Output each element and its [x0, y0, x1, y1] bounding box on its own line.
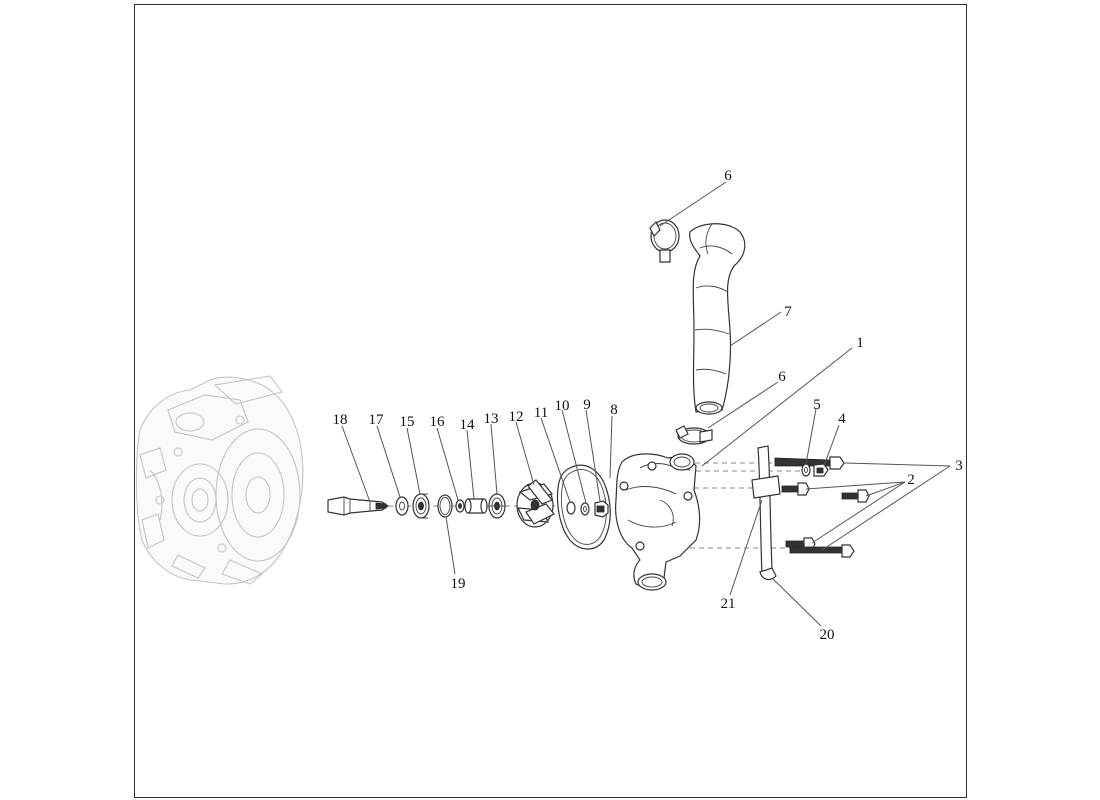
sleeve-part-14	[464, 498, 488, 514]
hose-clamp-bottom	[675, 425, 713, 445]
callout-9: 9	[583, 397, 591, 413]
callout-4: 4	[838, 411, 846, 427]
bolt-long-upper	[774, 456, 845, 470]
impeller-part-12	[516, 479, 555, 528]
o-ring-part-19	[437, 494, 453, 518]
pump-shaft-part	[327, 496, 390, 516]
diagram-frame	[134, 4, 967, 798]
bolt-long-lower	[789, 544, 855, 558]
callout-2: 2	[907, 472, 915, 488]
callout-18: 18	[333, 412, 348, 428]
callout-15: 15	[400, 414, 415, 430]
callout-8: 8	[610, 402, 618, 418]
engine-crankcase-ghost	[135, 375, 304, 585]
ring-part-16	[455, 499, 465, 513]
washer-part-5	[801, 463, 811, 477]
water-pump-cover-part-1	[615, 453, 701, 591]
callout-11: 11	[534, 405, 548, 421]
bearing-part-15	[412, 493, 430, 519]
callout-7: 7	[784, 304, 792, 320]
bolt-short-b	[841, 489, 870, 503]
washer-part-17	[395, 496, 409, 516]
washer-part-10	[580, 502, 590, 516]
hose-clamp-top	[649, 219, 680, 263]
callout-5: 5	[813, 397, 821, 413]
callout-19: 19	[451, 576, 466, 592]
callout-10: 10	[555, 398, 570, 414]
callout-6-top: 6	[724, 168, 732, 184]
seal-part-13	[488, 493, 506, 519]
nut-part-4	[813, 463, 829, 477]
callout-17: 17	[369, 412, 385, 428]
leader-lines	[341, 181, 951, 627]
callout-labels: 1 2 3 4 5 6 6 7 8 9 10 11 12 13 14 15 16…	[333, 168, 963, 643]
callout-3: 3	[955, 458, 963, 474]
callout-13: 13	[484, 411, 499, 427]
washer-part-11	[566, 501, 576, 515]
callout-12: 12	[509, 409, 524, 425]
callout-14: 14	[460, 417, 476, 433]
callout-16: 16	[430, 414, 446, 430]
coolant-hose-part-7	[689, 223, 746, 415]
bolt-short-a	[781, 482, 810, 496]
nut-part-9	[594, 500, 609, 518]
breather-pipe-part-21	[751, 445, 781, 581]
callout-21: 21	[721, 596, 736, 612]
callout-6-bottom: 6	[778, 369, 786, 385]
callout-1: 1	[856, 335, 864, 351]
callout-20: 20	[820, 627, 835, 643]
